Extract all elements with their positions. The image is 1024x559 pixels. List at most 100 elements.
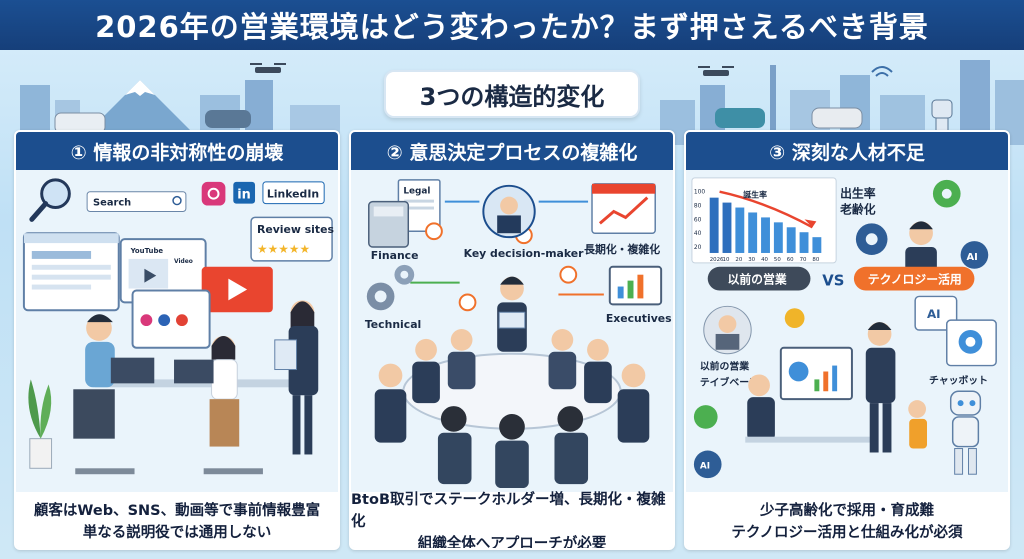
footer-line-2: テクノロジー活用と仕組み化が必須 [731,525,963,541]
ai-gear-icon [960,241,989,269]
x-tick-label: 50 [774,257,781,263]
person-presenting [865,322,896,453]
meeting-participant [374,363,407,443]
legal-label: Legal [403,187,430,197]
chart-bar [773,222,783,253]
star-rating-icon: ★★★★★ [257,242,310,256]
linkedin-in-label: in [237,188,251,203]
x-tick-label: 80 [812,257,819,263]
drone-icon [250,63,286,73]
chart-bar [722,202,732,253]
footer-line-1: 少子高齢化で採用・育成難 [760,503,934,519]
meeting-participant [548,329,577,390]
chart-bar [786,227,796,253]
ai-card [914,295,958,331]
person-child [908,400,928,449]
x-tick-label: 70 [800,257,807,263]
magnifier-icon [29,178,71,222]
x-tick-label: 20 [735,257,742,263]
ai-card-label: AI [927,307,941,321]
old-sales-label: 以前の営業 [727,273,786,287]
footer-line-2: 単なる説明役では通用しない [82,525,272,541]
person-male-laptop [73,314,155,439]
y-tick-label: 20 [694,245,702,251]
person-businessman [905,221,937,275]
tablet-icon [274,339,298,371]
gear-icon [784,308,805,329]
x-tick-label: 30 [748,257,755,263]
birth-rate-small-label: 誕生率 [743,190,767,200]
panel-decision-complexity: ② 意思決定プロセスの複雑化 Legal Finance Key decisio… [349,130,675,550]
y-tick-label: 60 [694,217,702,223]
vs-label: VS [822,273,844,290]
wifi-icon [871,66,893,77]
panel-header: ② 意思決定プロセスの複雑化 [351,132,673,170]
key-decision-maker-label: Key decision-maker [464,247,585,260]
check-icon [458,293,477,312]
panel-footer: 少子高齢化で採用・育成難 テクノロジー活用と仕組み化が必須 [686,492,1008,548]
person-at-desk [747,374,775,441]
chatbot-label: チャッボット [929,373,988,386]
subtitle: 3つの構造的変化 [384,70,640,118]
instagram-icon [201,181,226,206]
footer-line-1: 顧客はWeb、SNS、動画等で事前情報豊富 [33,503,321,519]
x-tick-label: 10 [723,257,730,263]
review-sites-label: Review sites [257,223,334,236]
y-tick-label: 80 [694,204,702,210]
panel-header: ① 情報の非対称性の崩壊 [16,132,338,170]
meeting-participant [447,329,476,390]
aging-label: 老齢化 [839,202,876,216]
search-label: Search [93,198,131,209]
x-tick-label: 40 [761,257,768,263]
linkedin-badge [262,181,325,205]
ai-label: AI [967,252,978,263]
gear-icon [693,405,718,429]
old-sales-label-2: 以前の営業 [700,360,749,373]
chart-bar [812,237,822,253]
drone-icon-right [698,66,734,76]
panel-illustration: Legal Finance Key decision-maker 長期化・複雑化… [365,179,672,489]
panel-information-asymmetry: ① 情報の非対称性の崩壊 Search in LinkedIn YouTube … [14,130,340,550]
decline-arrow [719,190,814,229]
check-icon [559,265,578,284]
chart-bar [748,212,758,253]
check-icon [425,222,443,241]
ai-gear-icon [693,450,722,479]
panel-illustration: Search in LinkedIn YouTube Video Review … [22,178,334,475]
plant-decoration [28,379,53,469]
ai-label-2: AI [700,461,710,471]
video-label: Video [174,259,193,265]
meeting-participant [617,363,650,443]
meeting-participant [554,406,589,485]
meeting-participant [584,338,612,404]
tablet-icon [498,311,526,329]
y-tick-label: 40 [694,231,702,237]
linkedin-label: LinkedIn [267,188,319,201]
search-bar: Search [86,191,187,212]
search-icon [172,195,182,206]
y-tick-label: 100 [694,190,706,196]
technical-label: Technical [365,318,421,331]
long-complex-label: 長期化・複雑化 [584,242,660,256]
footer-line-2: 組織全体へアプローチが必要 [417,536,607,550]
birth-rate-label: 出生率 [840,187,876,201]
x-tick-label: 60 [787,257,794,263]
meeting-participant [495,413,529,489]
meeting-participant [412,338,440,404]
youtube-label: YouTube [130,247,164,255]
presenter-person [497,276,527,352]
social-feed-window [131,289,211,349]
chart-bar [735,207,745,253]
x-tick-label: 2026 [710,257,724,263]
dive-bane-label: テイブベーン [700,375,759,388]
tech-use-label: テクノロジー活用 [868,273,962,287]
old-sales-badge [707,266,811,291]
page-title: 2026年の営業環境はどう変わったか？まず押さえるべき背景 [0,0,1024,50]
svg-text:★★★★★: ★★★★★ [257,242,310,256]
executives-label: Executives [606,312,672,325]
calendar-chart-icon [591,183,656,234]
play-icon [228,278,248,301]
cursor-icon [144,268,157,283]
chart-bar [709,197,719,253]
